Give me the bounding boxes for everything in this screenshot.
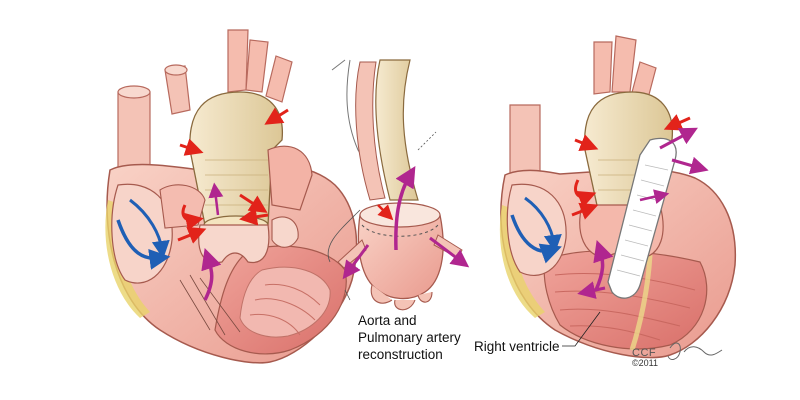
right-heart-illustration	[499, 35, 737, 360]
red-arrow-mid	[377, 204, 394, 221]
right-ventricle-leader	[562, 311, 601, 347]
label-line-2: Pulmonary artery	[358, 330, 461, 345]
magenta-arrow-1	[201, 248, 222, 301]
left-atrium	[159, 184, 206, 229]
magenta-arrow-r2	[659, 127, 698, 150]
magenta-arrow-r3	[671, 156, 709, 175]
arch-branch-1	[227, 29, 249, 93]
root-lobes	[370, 284, 433, 311]
magenta-arrow-r4	[577, 281, 606, 299]
red-arrow-1	[179, 138, 204, 156]
magenta-arrow-2	[208, 182, 224, 216]
red-arrow-2	[181, 204, 204, 231]
copyright-credit: CCF ©2011	[632, 347, 658, 369]
svc-opening	[117, 85, 151, 99]
vessel-opening	[164, 64, 188, 76]
arch-branch-3	[265, 55, 293, 103]
magenta-arrow-up	[394, 165, 416, 251]
aorta-tube-back	[355, 61, 386, 201]
magenta-arrow-left	[342, 244, 370, 280]
red-arrow-6	[239, 193, 268, 213]
fat-stripe	[629, 254, 653, 351]
red-arrow-r4	[663, 114, 691, 131]
superior-vena-cava	[117, 91, 151, 176]
trabeculae	[249, 283, 321, 336]
artist-signature	[667, 342, 723, 360]
red-arrow-r3	[571, 202, 599, 220]
chordae	[179, 274, 241, 336]
middle-detail-illustration	[327, 59, 470, 311]
arch-branch-r2	[611, 35, 637, 93]
label-line-3: reconstruction	[358, 347, 443, 362]
suture-line-top	[417, 131, 437, 151]
svc-right	[509, 104, 541, 179]
magenta-arrow-r5	[639, 189, 670, 204]
aortic-root	[357, 214, 444, 300]
dashed-graft-outline	[361, 224, 439, 237]
red-arrow-r2	[574, 179, 597, 208]
suture-line	[327, 209, 361, 301]
aorta-tube	[375, 59, 419, 201]
red-arrow-r1	[574, 134, 599, 152]
arch-branch-r1	[593, 41, 613, 95]
label-line-1: Aorta and	[358, 313, 417, 328]
blue-arrow-r2	[524, 196, 562, 253]
red-arrow-4	[239, 207, 269, 226]
right-ventricle-label: Right ventricle	[474, 339, 560, 354]
copyright-year: ©2011	[632, 358, 658, 368]
arch-branch-2	[245, 39, 269, 93]
ccf-logo-text: CCF	[632, 347, 657, 359]
red-arrow-5	[264, 107, 289, 125]
pulmonary-artery	[267, 145, 313, 211]
rv-pa-conduit	[607, 137, 677, 299]
magenta-arrow-r1	[593, 240, 614, 291]
graft-ribbing	[205, 159, 268, 206]
left-heart-illustration	[105, 29, 358, 364]
blue-arrow-2	[129, 198, 170, 259]
magenta-arrow-right	[429, 236, 470, 268]
vessel-outline-back	[331, 59, 381, 186]
mitral-annulus	[271, 216, 299, 248]
red-arrow-3	[177, 226, 207, 244]
aorta-pulmonary-reconstruction-label: Aorta and Pulmonary artery reconstructio…	[358, 312, 498, 363]
